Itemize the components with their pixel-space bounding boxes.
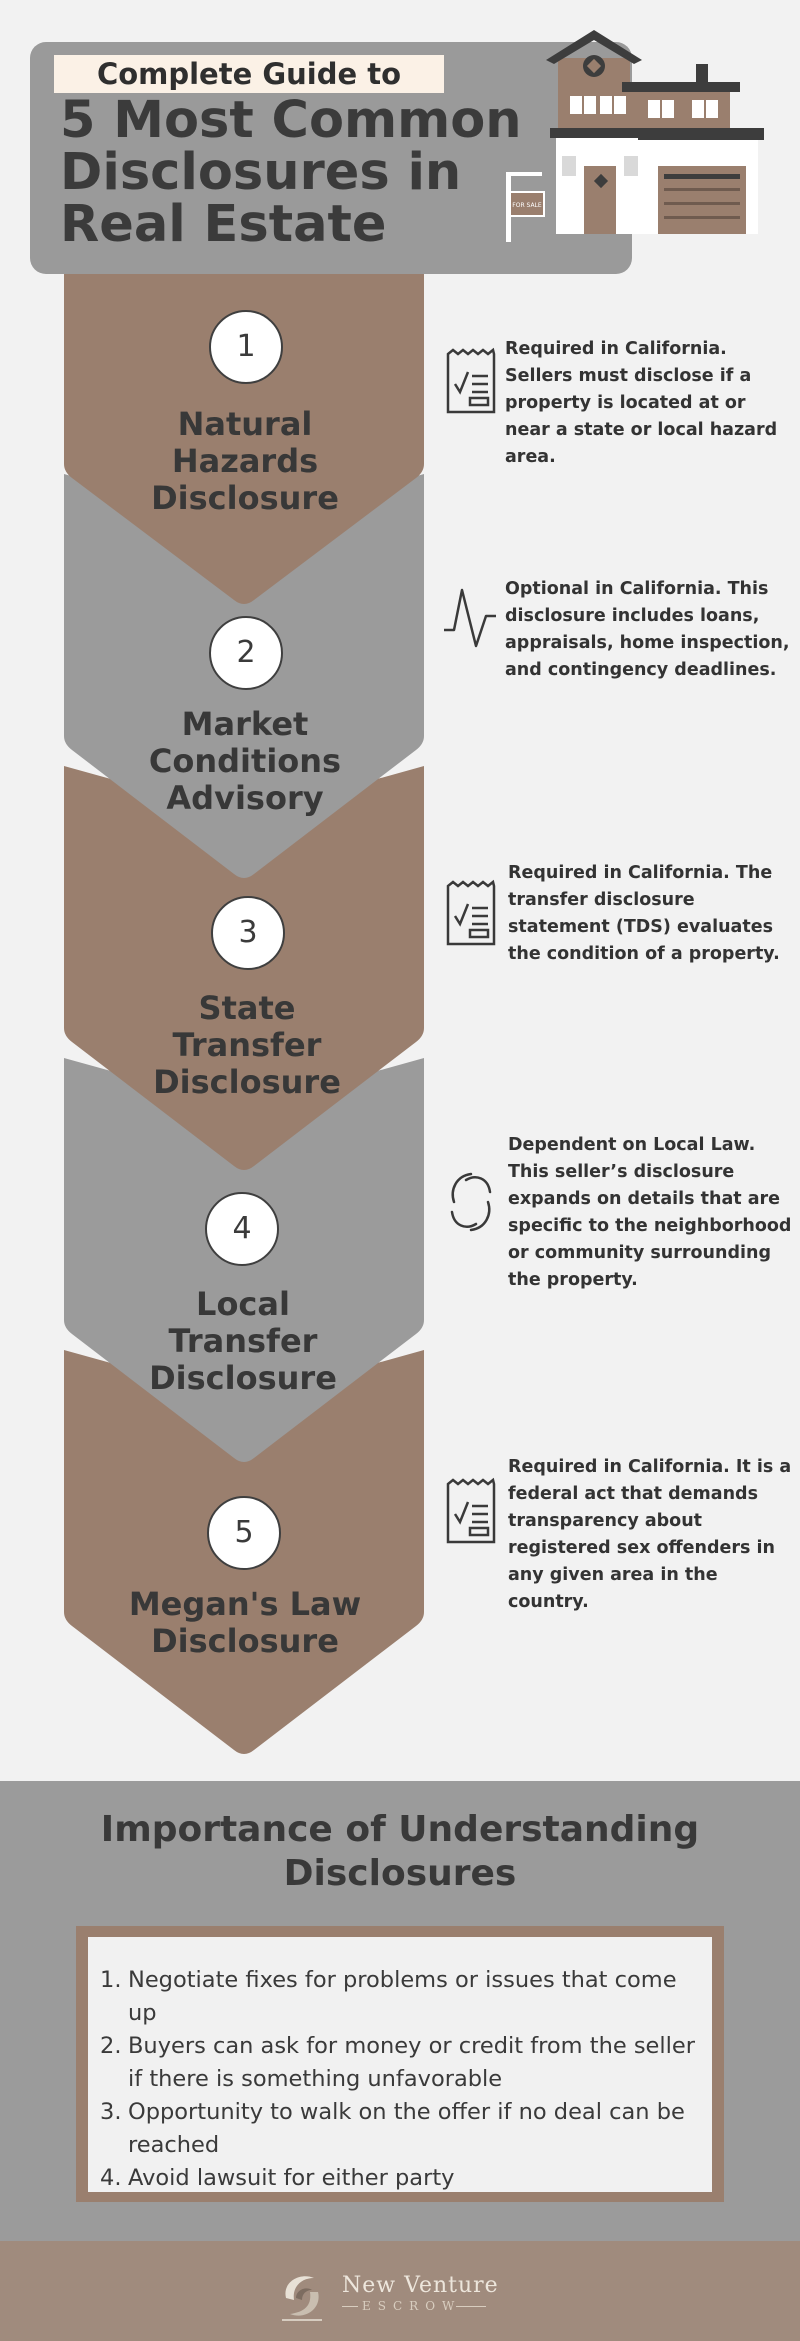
for-sale-sign-text: FOR SALE: [512, 202, 542, 209]
logo-brand: New Venture: [342, 2273, 499, 2298]
checklist-icon: [446, 347, 496, 414]
step-title: Local Transfer Disclosure: [93, 1286, 393, 1397]
step-description: Required in California. The transfer dis…: [508, 863, 780, 964]
page-title: 5 Most Common Disclosures in Real Estate: [60, 95, 530, 251]
importance-panel: [88, 1937, 712, 2192]
logo-divider: [342, 2306, 358, 2307]
step-title-line: Conditions: [148, 742, 342, 780]
list-item-text: Avoid lawsuit for either party: [128, 2165, 455, 2191]
step-title-line: Natural: [177, 405, 313, 443]
step-title-line: Disclosure: [149, 1359, 337, 1397]
step-title: Natural Hazards Disclosure: [95, 406, 395, 517]
step-number-badge: 1: [209, 310, 283, 384]
step-description: Dependent on Local Law. This seller’s di…: [508, 1135, 792, 1290]
step-title-line: Local: [196, 1285, 290, 1323]
step-title-line: Market: [181, 705, 309, 743]
list-item: 3.Opportunity to walk on the offer if no…: [100, 2096, 700, 2162]
step-description: Required in California. It is a federal …: [508, 1457, 792, 1612]
title-line: 5 Most Common: [60, 91, 522, 150]
title-line: Real Estate: [60, 195, 387, 254]
importance-title-line: Disclosures: [283, 1853, 517, 1894]
importance-title-line: Importance of Understanding: [100, 1809, 700, 1850]
footer: [0, 2241, 800, 2341]
list-item-number: 3.: [100, 2099, 122, 2125]
logo-subtitle: ESCROW: [362, 2299, 462, 2313]
logo-divider: [456, 2306, 486, 2307]
step-title: State Transfer Disclosure: [97, 990, 397, 1101]
list-item: 1.Negotiate fixes for problems or issues…: [100, 1964, 700, 2030]
step-title: Megan's Law Disclosure: [95, 1586, 395, 1660]
list-item-number: 2.: [100, 2033, 122, 2059]
list-item-text: Opportunity to walk on the offer if no d…: [128, 2099, 685, 2158]
list-item: 4.Avoid lawsuit for either party: [100, 2162, 700, 2195]
header-tag: Complete Guide to: [54, 55, 444, 93]
step-title-line: Disclosure: [153, 1063, 341, 1101]
importance-list: 1.Negotiate fixes for problems or issues…: [100, 1964, 700, 2195]
step-title-line: Advisory: [166, 779, 324, 817]
house-illustration: FOR SALE: [506, 30, 764, 242]
logo-icon: [282, 2276, 322, 2321]
step-description: Required in California. Sellers must dis…: [505, 339, 778, 467]
step-number-badge: 3: [211, 896, 285, 970]
step-number-badge: 2: [209, 616, 283, 690]
checklist-icon: [446, 1477, 496, 1544]
step-number-badge: 5: [207, 1496, 281, 1570]
list-item-number: 1.: [100, 1967, 122, 1993]
step-title-line: Hazards: [171, 442, 319, 480]
step-title-line: Transfer: [168, 1322, 318, 1360]
title-line: Disclosures in: [60, 143, 462, 202]
step-title-line: Megan's Law: [128, 1585, 362, 1623]
step-number-badge: 4: [205, 1192, 279, 1266]
step-title-line: Disclosure: [151, 1622, 339, 1660]
step-title-line: Disclosure: [151, 479, 339, 517]
step-title-line: State: [198, 989, 296, 1027]
step-title: Market Conditions Advisory: [95, 706, 395, 817]
step-title-line: Transfer: [172, 1026, 322, 1064]
list-item-text: Buyers can ask for money or credit from …: [128, 2033, 695, 2092]
pulse-icon: [444, 588, 496, 648]
checklist-icon: [446, 879, 496, 946]
swirl-icon: [450, 1172, 492, 1232]
step-1-chevron: [64, 274, 424, 604]
importance-title: Importance of Understanding Disclosures: [60, 1808, 740, 1896]
list-item: 2.Buyers can ask for money or credit fro…: [100, 2030, 700, 2096]
list-item-text: Negotiate fixes for problems or issues t…: [128, 1967, 677, 2026]
step-description: Optional in California. This disclosure …: [505, 579, 790, 680]
list-item-number: 4.: [100, 2165, 122, 2191]
